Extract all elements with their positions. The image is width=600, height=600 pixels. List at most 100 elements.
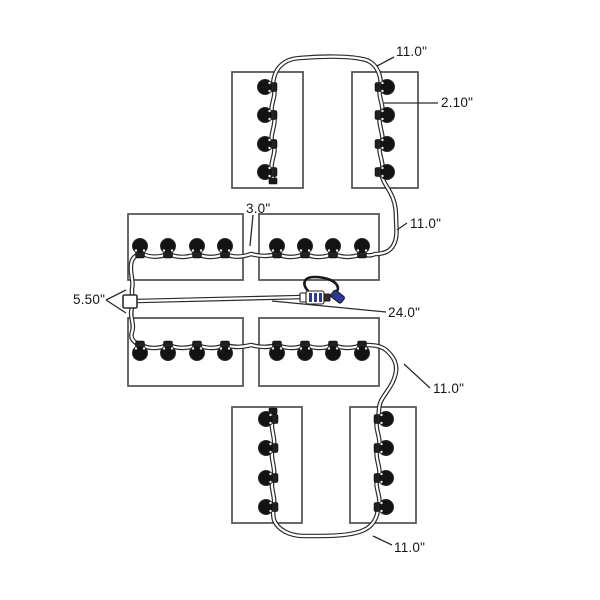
bulb — [258, 411, 279, 427]
bulb — [373, 411, 394, 427]
bulb — [189, 340, 205, 361]
bulb-globe — [258, 440, 274, 456]
bulb-globe — [258, 411, 274, 427]
bulb-globe — [258, 499, 274, 515]
top-left-column — [257, 79, 278, 180]
bulb-highlight — [381, 81, 384, 85]
junction-connector — [122, 294, 138, 309]
bulb-highlight — [269, 413, 272, 417]
plug-stripe-2 — [314, 293, 317, 302]
bulb-highlight — [269, 480, 272, 484]
bulb-highlight — [380, 413, 383, 417]
bulb — [132, 238, 148, 259]
bulb-highlight — [271, 249, 275, 252]
bulb — [132, 340, 148, 361]
bulb — [373, 440, 394, 456]
bulb-globe — [325, 345, 341, 361]
bulb-highlight — [269, 509, 272, 513]
bulb-globe — [258, 470, 274, 486]
bulb-highlight — [335, 249, 339, 252]
bulb-highlight — [380, 421, 383, 425]
bulb-globe — [160, 238, 176, 254]
bulb — [269, 340, 285, 361]
bulb — [374, 79, 395, 95]
bulb-highlight — [279, 249, 283, 252]
bulb-globe — [257, 136, 273, 152]
dimension-label-right-drop: 11.0" — [410, 216, 442, 231]
bulb-highlight — [269, 501, 272, 505]
bulb-highlight — [269, 472, 272, 476]
bulb-highlight — [356, 347, 360, 350]
leader-line — [403, 363, 431, 389]
dimension-label-junction-lead: 5.50" — [73, 292, 106, 307]
bulb — [373, 470, 394, 486]
bulb-highlight — [199, 249, 203, 252]
bulb-highlight — [364, 347, 368, 350]
power-cord-core — [135, 295, 305, 303]
leader-line — [105, 299, 127, 314]
bulb-highlight — [381, 146, 384, 150]
leader-line — [372, 535, 393, 546]
bulb-globe — [217, 238, 233, 254]
dimension-label-top-loop: 11.0" — [396, 44, 428, 59]
bulb — [217, 340, 233, 361]
bulb — [297, 340, 313, 361]
mid-lower-left-row — [132, 340, 233, 361]
mid-upper-right-row — [269, 238, 370, 259]
bulb-highlight — [271, 347, 275, 350]
bulb-globe — [132, 345, 148, 361]
bulb-globe — [379, 107, 395, 123]
bulb-highlight — [142, 249, 146, 252]
bulb-highlight — [381, 166, 384, 170]
bulb-highlight — [380, 472, 383, 476]
bulb — [217, 238, 233, 259]
bulb-highlight — [380, 480, 383, 484]
top-right-column — [374, 79, 395, 180]
bulb-globe — [269, 345, 285, 361]
bulb-highlight — [380, 450, 383, 454]
bulb-highlight — [199, 347, 203, 350]
bulb-globe — [217, 345, 233, 361]
bulb-globe — [379, 79, 395, 95]
bulb — [325, 340, 341, 361]
bulb-globe — [297, 345, 313, 361]
bulb-highlight — [162, 249, 166, 252]
bulb — [257, 136, 278, 152]
plug-stripe-1 — [309, 293, 312, 302]
bulb-highlight — [380, 509, 383, 513]
bulb-highlight — [162, 347, 166, 350]
bulb-highlight — [219, 347, 223, 350]
bulb — [160, 238, 176, 259]
leader-line — [396, 222, 408, 231]
bulb-globe — [325, 238, 341, 254]
bulb-highlight — [134, 347, 138, 350]
leader-line — [105, 289, 127, 301]
bulb — [354, 340, 370, 361]
bulb — [374, 164, 395, 180]
bulb-globe — [378, 470, 394, 486]
bulb-highlight — [268, 166, 271, 170]
bulb-highlight — [170, 249, 174, 252]
bulb-highlight — [356, 249, 360, 252]
bulb-highlight — [268, 138, 271, 142]
bulb-globe — [269, 238, 285, 254]
string-end-cap — [268, 177, 278, 185]
bulb-globe — [257, 79, 273, 95]
bulb-highlight — [307, 347, 311, 350]
bulb — [258, 440, 279, 456]
bulb-highlight — [327, 249, 331, 252]
bulb-highlight — [381, 89, 384, 93]
bottom-left-column — [258, 411, 279, 515]
bulb — [374, 136, 395, 152]
leader-line — [376, 56, 395, 67]
bulb-globe — [132, 238, 148, 254]
bulb-highlight — [381, 117, 384, 121]
bulb-highlight — [299, 249, 303, 252]
leader-line — [249, 214, 254, 247]
bulb-highlight — [269, 421, 272, 425]
bulb-highlight — [227, 347, 231, 350]
bulb — [257, 164, 278, 180]
bulb-globe — [160, 345, 176, 361]
bulb-globe — [378, 440, 394, 456]
